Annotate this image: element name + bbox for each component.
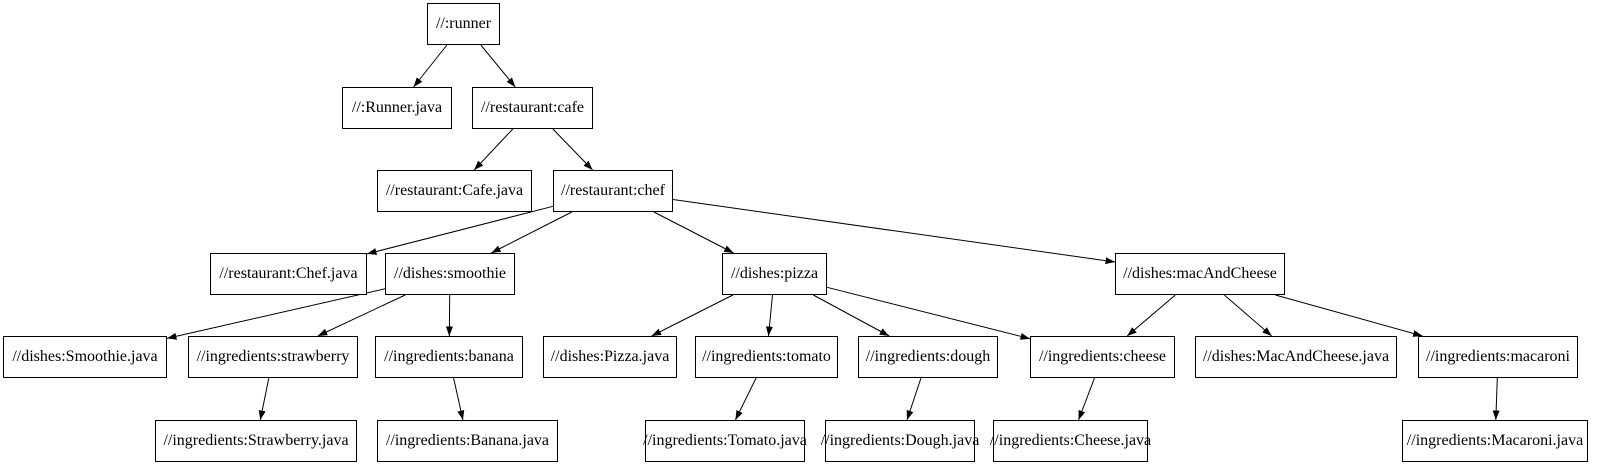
node-mac-and-cheese-java: //dishes:MacAndCheese.java (1195, 336, 1397, 378)
node-cafe-java: //restaurant:Cafe.java (377, 170, 532, 212)
node-tomato-java: //ingredients:Tomato.java (643, 420, 807, 462)
node-banana-java: //ingredients:Banana.java (377, 420, 558, 462)
edge-banana-to-banana-java (453, 377, 465, 421)
node-dough: //ingredients:dough (858, 336, 998, 378)
node-cheese: //ingredients:cheese (1030, 336, 1175, 378)
node-cheese-java: //ingredients:Cheese.java (990, 420, 1151, 462)
node-smoothie: //dishes:smoothie (385, 253, 515, 295)
edge-tomato-to-tomato-java (734, 377, 757, 421)
node-strawberry-java: //ingredients:Strawberry.java (155, 420, 357, 462)
edge-mac-and-cheese-to-mac-and-cheese-java (1223, 294, 1273, 337)
node-banana: //ingredients:banana (375, 336, 523, 378)
edge-chef-to-pizza (653, 211, 734, 254)
node-chef: //restaurant:chef (553, 170, 673, 212)
node-tomato: //ingredients:tomato (695, 336, 838, 378)
edge-smoothie-to-strawberry (317, 294, 406, 337)
node-mac-and-cheese: //dishes:macAndCheese (1115, 253, 1285, 295)
node-pizza-java: //dishes:Pizza.java (543, 336, 677, 378)
edge-chef-to-smoothie (490, 211, 573, 254)
edge-runner-to-runner-java (413, 44, 448, 88)
edge-cafe-to-chef (552, 128, 593, 171)
edge-macaroni-to-macaroni-java (1492, 377, 1500, 421)
edge-mac-and-cheese-to-macaroni (1275, 294, 1423, 337)
edge-chef-to-chef-java (366, 205, 554, 255)
edge-pizza-to-dough (813, 294, 890, 337)
node-strawberry: //ingredients:strawberry (188, 336, 358, 378)
node-macaroni: //ingredients:macaroni (1418, 336, 1578, 378)
node-chef-java: //restaurant:Chef.java (210, 253, 367, 295)
node-macaroni-java: //ingredients:Macaroni.java (1402, 420, 1588, 462)
edge-strawberry-to-strawberry-java (258, 377, 270, 421)
node-pizza: //dishes:pizza (722, 253, 827, 295)
edge-cheese-to-cheese-java (1078, 377, 1095, 421)
edge-pizza-to-cheese (826, 286, 1031, 340)
node-runner-java: //:Runner.java (342, 87, 452, 129)
edge-chef-to-mac-and-cheese (672, 199, 1116, 265)
edge-cafe-to-cafe-java (473, 128, 514, 171)
edge-runner-to-cafe (480, 44, 516, 88)
edge-dough-to-dough-java (906, 377, 922, 421)
node-runner: //:runner (427, 3, 500, 45)
edge-smoothie-to-smoothie-java (166, 288, 386, 340)
node-dough-java: //ingredients:Dough.java (821, 420, 979, 462)
edge-mac-and-cheese-to-cheese (1126, 294, 1176, 337)
edge-pizza-to-pizza-java (651, 294, 734, 337)
node-cafe: //restaurant:cafe (472, 87, 593, 129)
node-smoothie-java: //dishes:Smoothie.java (3, 336, 167, 378)
edge-pizza-to-tomato (765, 294, 773, 337)
